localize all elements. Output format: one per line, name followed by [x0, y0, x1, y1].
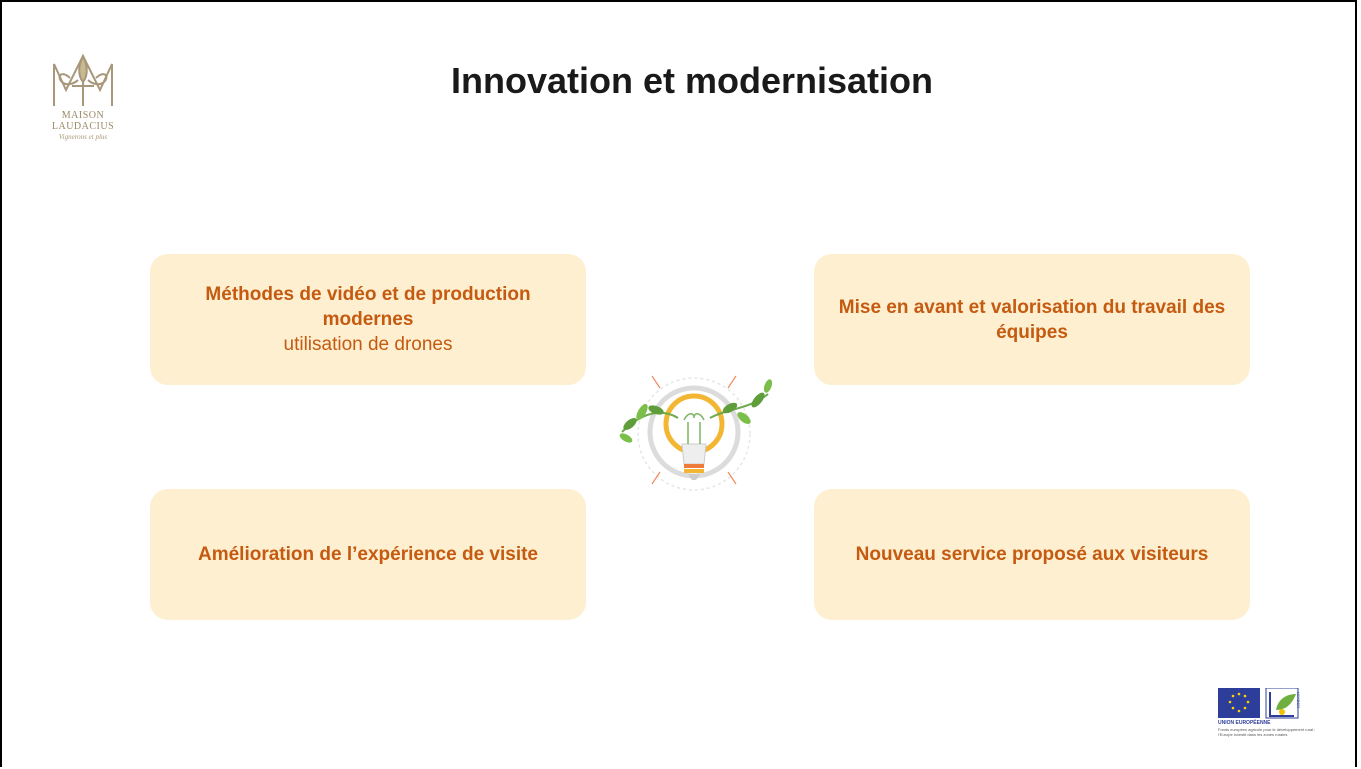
- logo-line2: LAUDACIUS: [51, 121, 115, 132]
- page-title: Innovation et modernisation: [450, 60, 934, 101]
- card-subtitle: utilisation de drones: [283, 334, 453, 355]
- logo-tagline: Vignerons et plus: [58, 133, 108, 141]
- card-video-production: Méthodes de vidéo et de production moder…: [150, 254, 586, 385]
- fleur-de-lis-icon: [53, 53, 113, 106]
- card-experience-visite: Amélioration de l’expérience de visite: [150, 489, 586, 620]
- card-title: Mise en avant et valorisation du travail…: [838, 296, 1226, 343]
- card-title: Amélioration de l’expérience de visite: [197, 544, 538, 565]
- eu-flag-icon: [1218, 688, 1260, 718]
- eu-leader-logo: [1218, 688, 1299, 719]
- card-title: Méthodes de vidéo et de production moder…: [205, 284, 531, 330]
- eu-fine-print: Fonds européen agricole pour le développ…: [1218, 727, 1316, 737]
- eu-label: UNION EUROPÉENNE: [1218, 720, 1271, 726]
- card-valorisation-equipes: Mise en avant et valorisation du travail…: [814, 254, 1250, 385]
- card-title: Nouveau service proposé aux visiteurs: [855, 544, 1209, 565]
- logo-line1: MAISON: [61, 110, 105, 121]
- leader-text: LEADER: [1296, 692, 1301, 709]
- maison-laudacius-logo: MAISON LAUDACIUS Vignerons et plus: [32, 50, 134, 154]
- card-nouveau-service: Nouveau service proposé aux visiteurs: [814, 489, 1250, 620]
- lightbulb-with-vine-icon: [619, 375, 773, 491]
